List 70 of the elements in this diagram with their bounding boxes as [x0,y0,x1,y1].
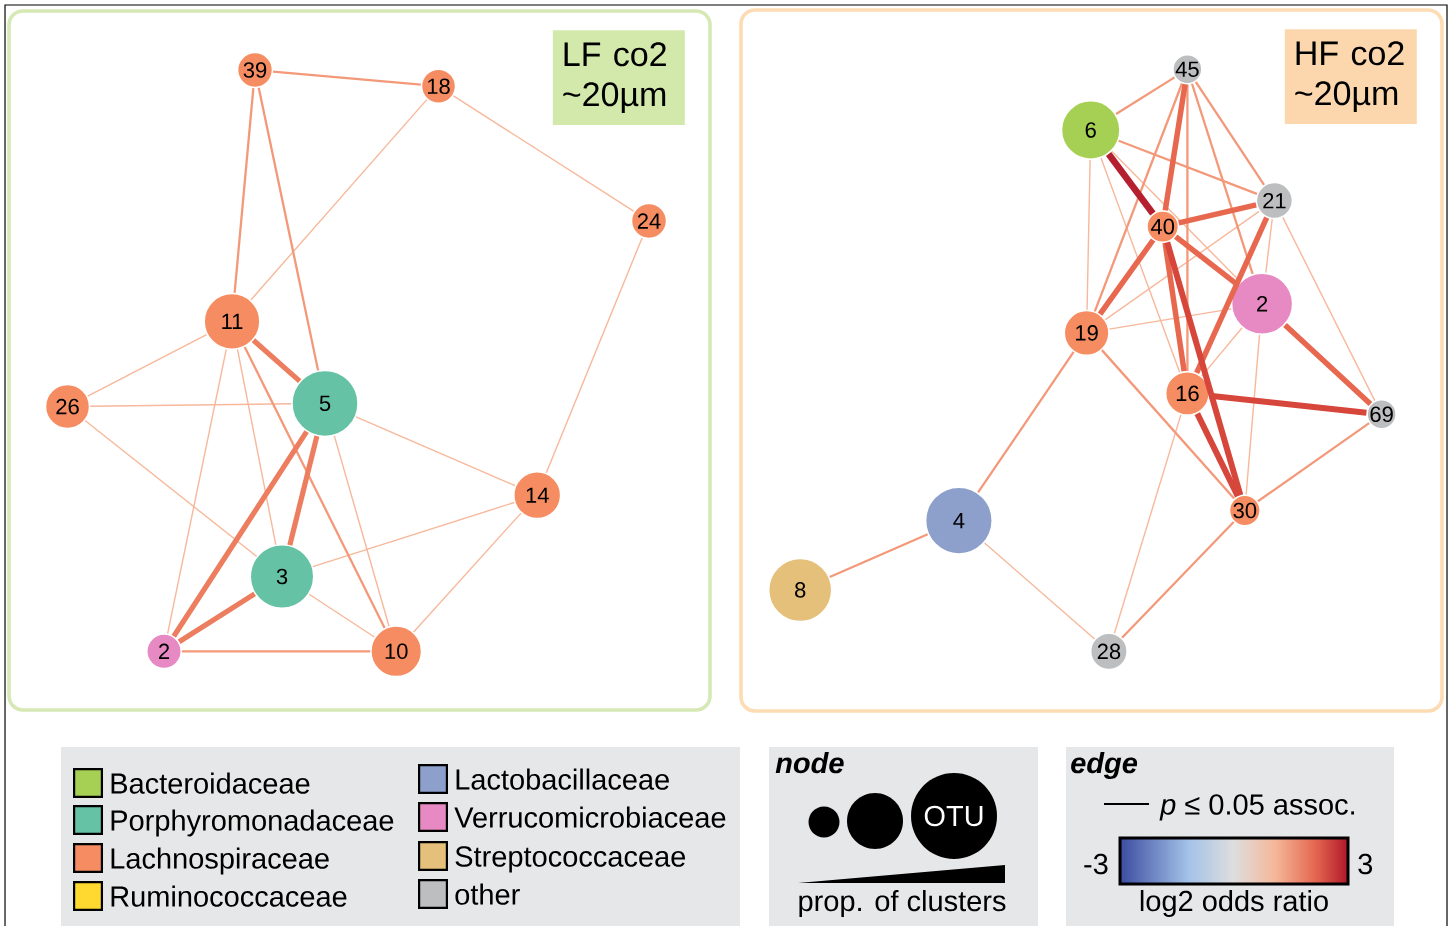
network-edge [89,403,292,407]
network-edge [1164,241,1244,496]
network-edge [452,95,635,212]
network-edge [1190,83,1254,275]
network-edge [181,650,371,653]
network-edge [1113,414,1182,634]
legend-text: Streptococcaceae [455,846,686,873]
legend-text: log2 odds ratio [1140,890,1328,917]
network-edge [177,591,256,644]
network-edge [1101,349,1235,500]
network-edge [1121,521,1235,639]
network-edge [1194,216,1270,375]
network-edge [1105,152,1156,216]
legend-text: prop. of clusters [799,890,1006,917]
panel-label: LF co2 ~20µm [552,30,685,125]
network-edge [1086,159,1091,311]
network-edge [1162,242,1187,372]
network-edge [250,98,428,301]
network-edge [236,348,277,546]
network-edge [1118,139,1258,195]
scale-value: -3 [1084,853,1108,875]
network-edge [312,501,515,568]
legend-text: Lactobacillaceae [456,768,669,790]
network-edge [1104,210,1260,321]
network-edge [983,542,1096,640]
legend-text: Porphyromonadaceae [111,809,394,837]
network-edge [1283,322,1373,406]
network-edge [1201,327,1243,377]
network-edge [166,348,227,635]
legend-heading: node [775,752,844,774]
network-edge [545,237,643,474]
network-edge [1245,334,1261,496]
network-edge [1093,83,1184,312]
network-edge [1265,218,1273,274]
panel-label: HF co2 ~20µm [1284,29,1417,124]
network-edge [87,333,208,397]
network-edge [1194,412,1241,498]
network-edge [1257,422,1370,503]
network-edge [287,435,320,546]
network-edge [171,430,309,638]
legend-heading: edge [1071,752,1138,779]
network-edge [84,420,258,558]
network-edge [1115,76,1176,116]
legend-text: other [455,883,520,905]
network-edge [333,435,390,627]
network-edge [1186,84,1189,371]
network-edge [1162,83,1188,211]
network-edge [1194,81,1265,186]
network-edge [977,351,1075,494]
legend-text: Verrucomicrobiaceae [454,806,726,828]
network-edge [1108,308,1232,330]
network-edge [355,416,516,487]
network-edge [233,87,255,294]
network-edge [273,70,421,86]
network-edge [308,593,376,638]
network-edge [829,533,929,579]
legend-text: p ≤ 0.05 assoc. [1159,794,1354,821]
network-edge [257,87,320,371]
network-edge [243,346,386,629]
network-edge [1178,202,1257,226]
network-edge [1282,216,1376,402]
legend-text: Ruminococcaceae [111,885,347,907]
network-edge [1100,157,1181,374]
network-edge [251,338,302,384]
network-edge [1097,238,1156,316]
scale-value: 3 [1358,853,1373,875]
network-edge [412,512,522,633]
legend-text: Lachnospiraceae [111,847,329,875]
network-edge [1209,392,1367,416]
legend-text: Bacteroidaceae [111,772,310,794]
